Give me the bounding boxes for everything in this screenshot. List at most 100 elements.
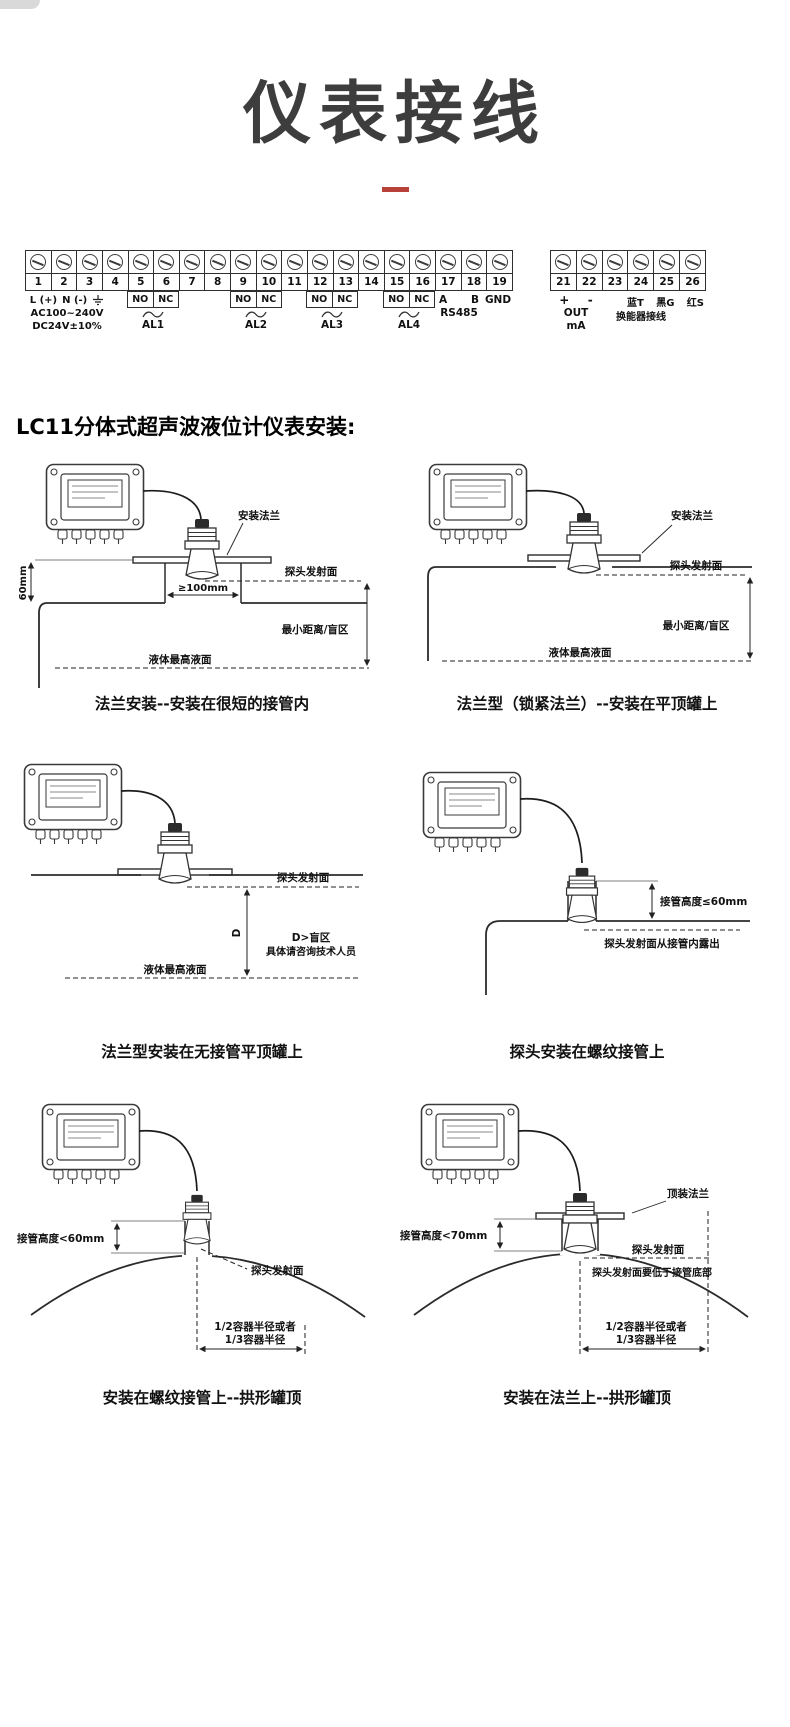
annotation-probe-below-nozzle: 探头发射面要低于接管底部 <box>592 1266 712 1279</box>
relay-coil-icon <box>142 311 164 318</box>
annotation-60mm: 60mm <box>18 566 29 601</box>
installation-diagrams: 安装法兰 60mm 探头发射面 ≥100mm 最小距离/盲区 液体最高液面 法兰… <box>15 463 790 1427</box>
diagram-caption-5: 安装在螺纹接管上--拱形罐顶 <box>103 1388 302 1407</box>
ultrasonic-sensor <box>184 519 220 580</box>
controller-unit <box>45 463 145 545</box>
ultrasonic-sensor <box>182 1194 212 1245</box>
rs485-label: RS485 <box>440 307 478 319</box>
sensor-cable <box>138 1129 198 1192</box>
terminal-number: 24 <box>628 273 654 290</box>
rs485-b-label: B <box>471 294 480 306</box>
diagram-flange-no-nozzle: 探头发射面 D D>盲区 具体请咨询技术人员 液体最高液面 法兰型安装在无接管平… <box>23 763 363 1061</box>
diagram-caption-1: 法兰安装--安装在很短的接管内 <box>95 694 309 713</box>
terminal-cell: 16 <box>410 251 436 290</box>
terminal-cell: 2 <box>51 251 78 290</box>
relay-nc-label: NC <box>152 292 179 307</box>
terminal-screw-icon <box>337 254 354 270</box>
terminal-cell: 23 <box>602 251 629 290</box>
right-terminal-labels: + - OUT mA 蓝T 黑G 红S 换能器接线 <box>550 291 704 363</box>
terminal-number: 6 <box>154 273 179 290</box>
out-label: OUT <box>563 307 589 319</box>
sensor-cable <box>519 797 583 864</box>
tank-outline <box>427 566 752 661</box>
controller-unit <box>420 1103 520 1185</box>
diagram-threaded-nozzle: 接管高度≤60mm 探头发射面从接管内露出 探头安装在螺纹接管上 <box>422 771 750 1061</box>
relay-label: AL2 <box>244 319 268 331</box>
terminal-screw-icon <box>30 254 47 270</box>
flange-leader-line <box>226 522 244 556</box>
terminal-number: 4 <box>102 273 128 290</box>
page-header: 仪表接线 <box>0 58 790 192</box>
flange-leader-line <box>641 524 673 554</box>
relay-nc-label: NC <box>331 292 358 307</box>
terminal-number: 18 <box>461 273 487 290</box>
annotation-probe-face: 探头发射面 <box>277 871 330 884</box>
annotation-mount-flange: 安装法兰 <box>238 509 280 522</box>
annotation-top-flange: 顶装法兰 <box>667 1187 709 1200</box>
terminal-number: 21 <box>551 273 576 290</box>
terminal-screw-icon <box>235 254 252 270</box>
relay-no-label: NO <box>132 294 149 305</box>
annotation-probe-face: 探头发射面 <box>632 1243 685 1256</box>
annotation-radius-1: 1/2容器半径或者 <box>214 1320 296 1333</box>
terminal-cell: 15 <box>384 251 411 290</box>
controller-unit <box>422 771 522 853</box>
diagram-caption-3: 法兰型安装在无接管平顶罐上 <box>101 1042 303 1061</box>
terminal-cell: 3 <box>77 251 103 290</box>
terminal-cell: 4 <box>102 251 129 290</box>
terminal-cell: 18 <box>461 251 488 290</box>
relay-contacts: NO NC <box>306 291 358 308</box>
terminal-cell: 9 <box>231 251 257 290</box>
diagram-caption-2: 法兰型（锁紧法兰）--安装在平顶罐上 <box>457 694 718 713</box>
transducer-blue-label: 蓝T <box>627 298 644 309</box>
diagram-flange-short-nozzle: 安装法兰 60mm 探头发射面 ≥100mm 最小距离/盲区 液体最高液面 法兰… <box>18 463 371 713</box>
left-terminal-labels: L (+) N (-) AC100~240V DC24V±10% NO NC A… <box>25 291 511 363</box>
terminal-cell: 1 <box>26 251 52 290</box>
diagram-threaded-dome-roof: 接管高度<60mm 探头发射面 1/2容器半径或者 1/3容器半径 安装在螺纹接… <box>17 1103 366 1407</box>
page-title: 仪表接线 <box>242 75 547 154</box>
controller-unit <box>23 763 123 845</box>
sensor-cable <box>525 489 585 514</box>
title-divider <box>381 187 409 192</box>
terminal-screw-icon <box>286 254 303 270</box>
nozzle-walls <box>164 563 242 603</box>
terminal-screw-icon <box>184 254 201 270</box>
power-line: L (+) N (-) <box>19 294 115 307</box>
terminal-number: 19 <box>487 273 512 290</box>
annotation-probe-exposed: 探头发射面从接管内露出 <box>604 937 720 950</box>
terminal-screw-icon <box>491 254 508 270</box>
terminal-number: 12 <box>307 273 333 290</box>
annotation-consult-note: 具体请咨询技术人员 <box>265 945 356 958</box>
relay-contacts: NO NC <box>383 291 435 308</box>
terminal-screw-icon <box>363 254 380 270</box>
annotation-mount-flange: 安装法兰 <box>671 509 713 522</box>
terminal-cell: 12 <box>307 251 334 290</box>
terminal-screw-icon <box>555 254 572 270</box>
transducer-red-label: 红S <box>686 298 704 309</box>
annotation-radius-1: 1/2容器半径或者 <box>605 1320 687 1333</box>
annotation-probe-face: 探头发射面 <box>670 559 723 572</box>
terminal-number: 1 <box>26 273 51 290</box>
terminal-screw-icon <box>260 254 277 270</box>
relay-no-label: NO <box>388 294 405 305</box>
annotation-nozzle-height: 接管高度≤60mm <box>660 895 747 908</box>
terminal-screw-icon <box>389 254 406 270</box>
out-minus-label: - <box>587 293 593 307</box>
sensor-cable <box>120 789 176 824</box>
relay-coil-icon <box>398 311 420 318</box>
relay-coil-icon <box>245 311 267 318</box>
terminal-number: 17 <box>436 273 461 290</box>
out-polarity: + - <box>550 294 602 307</box>
terminal-screw-icon <box>658 254 675 270</box>
diagram-lock-flange-flat-tank: 安装法兰 探头发射面 最小距离/盲区 液体最高液面 法兰型（锁紧法兰）--安装在… <box>427 463 754 713</box>
annotation-probe-face: 探头发射面 <box>285 565 338 578</box>
terminal-cell: 17 <box>436 251 462 290</box>
out-plus-label: + <box>559 293 570 307</box>
terminal-cell: 7 <box>179 251 206 290</box>
probe-face-leader <box>200 1248 248 1270</box>
ma-label: mA <box>566 320 586 332</box>
terminal-screw-icon <box>107 254 124 270</box>
corner-artifact <box>0 0 40 9</box>
rs485-ab: A B <box>427 294 491 307</box>
